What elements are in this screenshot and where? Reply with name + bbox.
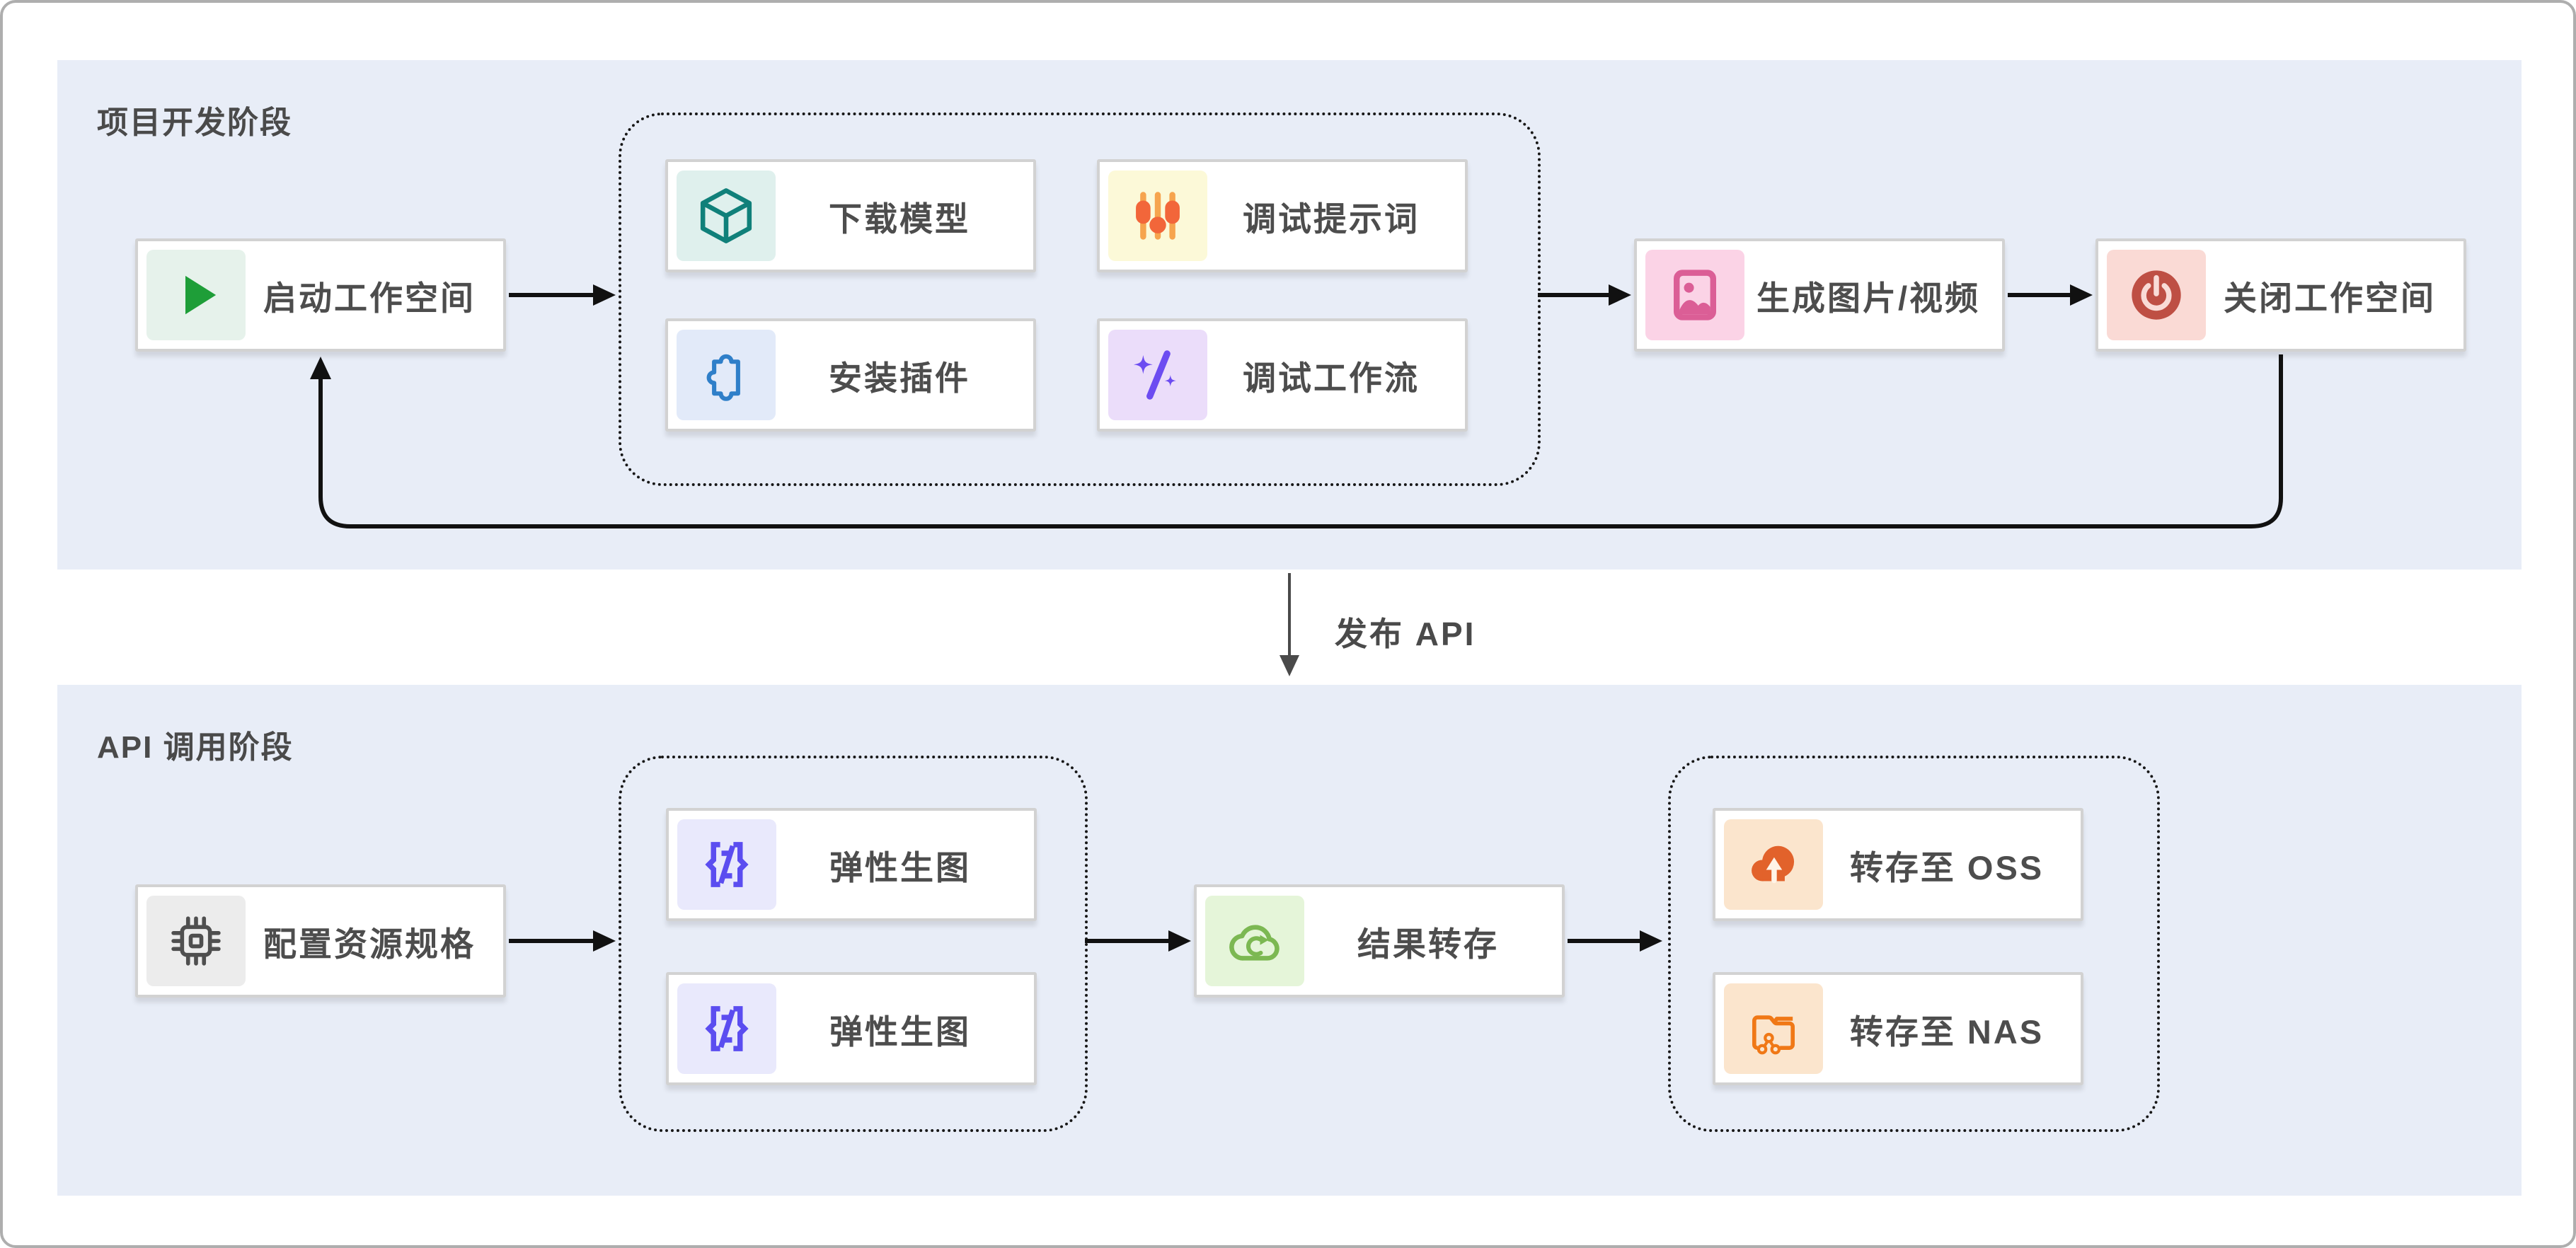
storage-targets-group — [1668, 756, 2160, 1132]
node-label: 安装插件 — [829, 359, 970, 397]
node-label: 下载模型 — [829, 200, 970, 238]
node-install-plugin: 安装插件 — [665, 318, 1036, 432]
elastic-gen-group — [619, 756, 1088, 1132]
node-elastic-gen-2: 弹性生图 — [666, 972, 1037, 1085]
node-label: 启动工作空间 — [263, 279, 476, 317]
arrow-publish-api — [1280, 573, 1299, 676]
node-transfer-to-nas: 转存至 NAS — [1713, 972, 2083, 1085]
node-label: 调试工作流 — [1243, 359, 1420, 397]
node-label: 弹性生图 — [829, 1012, 971, 1051]
node-label: 转存至 NAS — [1849, 1012, 2045, 1051]
node-start-workspace: 启动工作空间 — [135, 238, 506, 352]
node-label: 转存至 OSS — [1849, 848, 2045, 886]
node-debug-prompt: 调试提示词 — [1097, 159, 1468, 272]
chip-icon — [146, 896, 246, 986]
node-download-model: 下载模型 — [665, 159, 1036, 272]
dev-tools-group — [619, 112, 1541, 486]
cloud-upload-icon — [1724, 819, 1823, 910]
power-icon — [2107, 250, 2206, 340]
folder-share-icon — [1724, 983, 1823, 1074]
api-phase-title: API 调用阶段 — [97, 730, 294, 765]
cube-icon — [677, 171, 776, 261]
node-result-transfer: 结果转存 — [1194, 884, 1565, 998]
wand-sparkles-icon — [1108, 330, 1207, 420]
function-braces-icon — [677, 819, 776, 910]
function-braces-icon — [677, 983, 776, 1074]
node-label: 生成图片/视频 — [1756, 279, 1981, 317]
node-label: 调试提示词 — [1243, 200, 1420, 238]
node-debug-workflow: 调试工作流 — [1097, 318, 1468, 432]
puzzle-icon — [677, 330, 776, 420]
sliders-icon — [1108, 171, 1207, 261]
image-icon — [1645, 250, 1744, 340]
node-label: 配置资源规格 — [263, 925, 476, 963]
dev-phase-title: 项目开发阶段 — [97, 105, 292, 140]
node-generate-media: 生成图片/视频 — [1634, 238, 2005, 352]
publish-api-label: 发布 API — [1335, 616, 1476, 652]
play-icon — [146, 250, 246, 340]
node-elastic-gen-1: 弹性生图 — [666, 808, 1037, 921]
node-label: 关闭工作空间 — [2224, 279, 2436, 317]
node-label: 弹性生图 — [829, 848, 971, 886]
node-close-workspace: 关闭工作空间 — [2095, 238, 2466, 352]
node-config-resource: 配置资源规格 — [135, 884, 506, 998]
node-label: 结果转存 — [1357, 925, 1499, 963]
cloud-sync-icon — [1205, 896, 1304, 986]
node-transfer-to-oss: 转存至 OSS — [1713, 808, 2083, 921]
